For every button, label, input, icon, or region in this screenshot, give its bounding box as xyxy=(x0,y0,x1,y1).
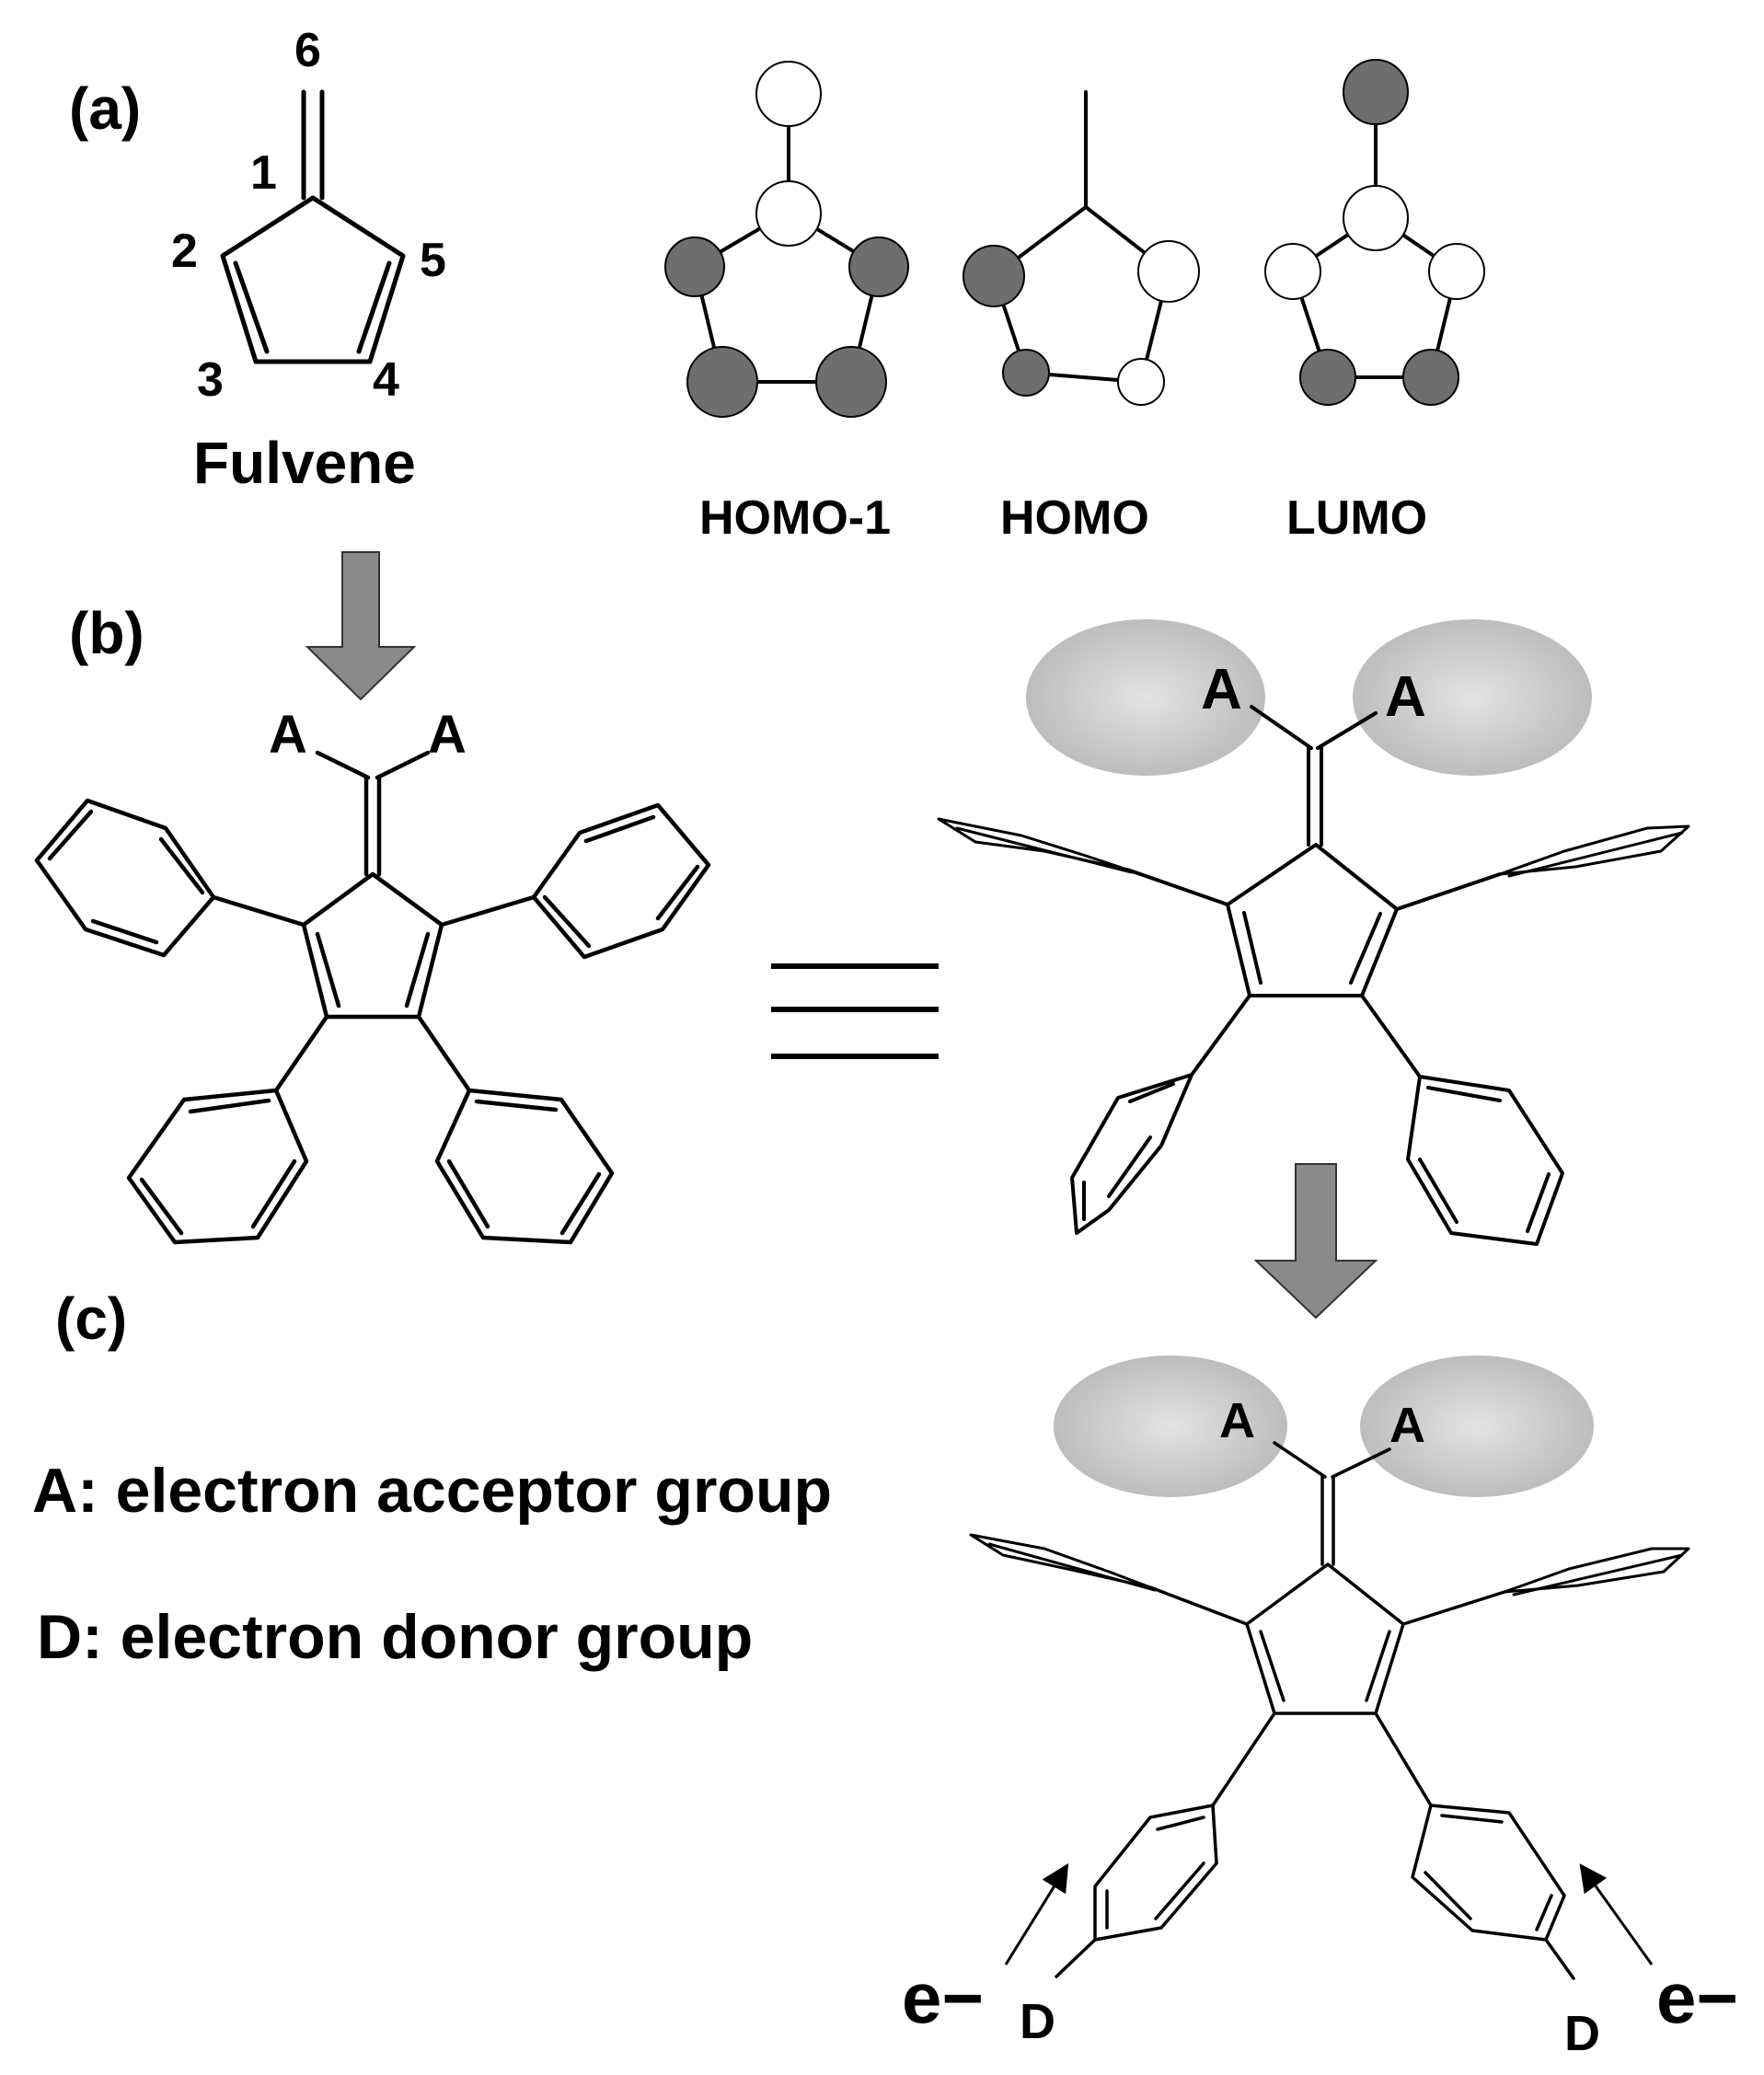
atom-number-5: 5 xyxy=(420,234,446,287)
donor-label: D xyxy=(1564,2006,1600,2061)
atom-number-2: 2 xyxy=(171,225,198,278)
acceptor-label: A xyxy=(1385,665,1426,729)
acceptor-region xyxy=(1353,619,1592,776)
acceptor-definition: A: electron acceptor group xyxy=(32,1456,832,1526)
electron-label: e− xyxy=(1656,1957,1738,2038)
acceptor-region xyxy=(1360,1355,1594,1497)
lobe xyxy=(848,236,909,297)
panel-label-b: (b) xyxy=(69,600,144,666)
acceptor-label: A xyxy=(269,705,307,765)
lobe xyxy=(963,245,1025,307)
atom-number-4: 4 xyxy=(373,353,399,407)
lobe xyxy=(755,180,822,247)
down-arrow-icon xyxy=(305,551,417,701)
panel-label-a: (a) xyxy=(69,75,141,142)
down-arrow-icon xyxy=(1253,1163,1378,1320)
lobe xyxy=(1137,240,1200,303)
orbital-homo-1: HOMO-1 xyxy=(664,61,909,545)
orbital-lumo: LUMO xyxy=(1264,59,1485,545)
lobe xyxy=(664,236,725,297)
donor-definition: D: electron donor group xyxy=(37,1602,753,1672)
donor-acceptor-fulvene: A A D D e− e− xyxy=(902,1355,1738,2061)
atom-number-3: 3 xyxy=(197,353,224,407)
acceptor-label: A xyxy=(1201,658,1242,721)
fulvene-structure: 6 1 2 5 3 4 Fulvene xyxy=(171,24,446,496)
acceptor-label: A xyxy=(428,705,467,765)
lobe xyxy=(1428,243,1485,300)
lobe xyxy=(1002,349,1050,397)
donor-label: D xyxy=(1020,1994,1055,2049)
electron-flow-arrow xyxy=(1579,1863,1654,1965)
orbital-homo: HOMO xyxy=(963,90,1200,545)
electron-flow-arrow xyxy=(1004,1862,1069,1965)
lobe xyxy=(686,346,758,418)
equivalence-sign xyxy=(771,963,939,1059)
tetraphenylfulvene-flat: A A xyxy=(34,705,711,1245)
lobe xyxy=(815,346,887,418)
acceptor-region xyxy=(1054,1355,1287,1497)
lobe xyxy=(1343,59,1409,125)
lobe xyxy=(1343,185,1409,251)
atom-number-6: 6 xyxy=(294,24,321,77)
lobe xyxy=(1299,349,1356,406)
panel-label-c: (c) xyxy=(55,1285,127,1352)
fulvene-name: Fulvene xyxy=(193,430,416,496)
lobe xyxy=(1264,243,1321,300)
acceptor-label: A xyxy=(1219,1393,1255,1448)
tetraphenylfulvene-perspective: A A xyxy=(937,619,1690,1246)
acceptor-label: A xyxy=(1389,1398,1425,1453)
orbital-label-homo: HOMO xyxy=(1000,491,1149,545)
orbital-label-homo-1: HOMO-1 xyxy=(699,491,891,545)
lobe xyxy=(1402,349,1459,406)
orbital-label-lumo: LUMO xyxy=(1286,491,1427,545)
electron-label: e− xyxy=(902,1957,984,2038)
acceptor-region xyxy=(1026,619,1265,776)
lobe xyxy=(755,61,822,127)
lobe xyxy=(1117,358,1165,406)
atom-number-1: 1 xyxy=(250,146,277,200)
